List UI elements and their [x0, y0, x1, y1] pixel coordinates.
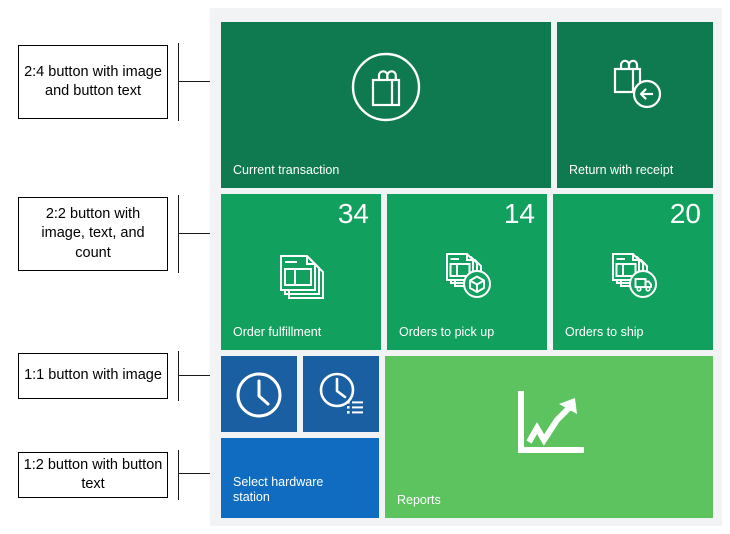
- document-stack-package-icon: [387, 246, 547, 302]
- shopping-bag-circle-icon: [221, 50, 551, 124]
- annotation-1x1-text: 1:1 button with image: [24, 367, 162, 384]
- tile-clock-list[interactable]: [303, 356, 379, 432]
- annotation-2x2-text: 2:2 button with image, text, and count: [41, 206, 145, 261]
- clock-list-icon: [303, 370, 379, 420]
- annotation-bracket-1x1: [178, 351, 179, 401]
- tile-label-orders-to-ship: Orders to ship: [565, 325, 644, 340]
- tile-board: Current transaction Return with receipt …: [210, 8, 722, 526]
- annotation-column: 2:4 button with image and button text 2:…: [0, 0, 230, 534]
- tile-clock[interactable]: [221, 356, 297, 432]
- tile-order-fulfillment[interactable]: 34 Order fulfillment: [221, 194, 381, 350]
- tile-label-return-with-receipt: Return with receipt: [569, 163, 674, 178]
- tile-count-orders-to-pick-up: 14: [503, 198, 535, 229]
- annotation-2x4-text: 2:4 button with image and button text: [24, 63, 162, 99]
- tile-label-order-fulfillment: Order fulfillment: [233, 325, 322, 340]
- tile-count-orders-to-ship: 20: [669, 198, 701, 229]
- clock-icon: [221, 370, 297, 420]
- annotation-bracket-1x2: [178, 450, 179, 500]
- growth-chart-icon: [385, 390, 713, 462]
- tile-reports[interactable]: Reports: [385, 356, 713, 518]
- tile-orders-to-pick-up[interactable]: 14 Orders to pick up: [387, 194, 547, 350]
- annotation-bracket-2x2: [178, 195, 179, 273]
- annotation-bracket-2x4: [178, 43, 179, 121]
- annotation-leader-1x2: [178, 473, 223, 474]
- annotation-1x1: 1:1 button with image: [18, 353, 168, 399]
- tile-label-current-transaction: Current transaction: [233, 163, 340, 178]
- document-stack-icon: [221, 246, 381, 302]
- annotation-leader-1x1: [178, 375, 223, 376]
- tile-current-transaction[interactable]: Current transaction: [221, 22, 551, 188]
- annotation-2x2: 2:2 button with image, text, and count: [18, 197, 168, 271]
- tile-label-reports: Reports: [397, 493, 441, 508]
- annotation-1x2-text: 1:2 button with button text: [23, 456, 163, 492]
- shopping-bag-return-icon: [557, 50, 713, 114]
- annotation-leader-2x2: [178, 233, 218, 234]
- document-stack-truck-icon: [553, 246, 713, 302]
- tile-label-orders-to-pick-up: Orders to pick up: [399, 325, 495, 340]
- annotation-2x4: 2:4 button with image and button text: [18, 45, 168, 119]
- tile-orders-to-ship[interactable]: 20 Orders to ship: [553, 194, 713, 350]
- tile-label-select-hardware-station: Select hardware station: [233, 474, 324, 505]
- tile-count-order-fulfillment: 34: [337, 198, 369, 229]
- tile-grid: Current transaction Return with receipt …: [221, 22, 713, 518]
- tile-select-hardware-station[interactable]: Select hardware station: [221, 438, 379, 518]
- annotation-1x2: 1:2 button with button text: [18, 452, 168, 498]
- annotation-leader-2x4: [178, 81, 230, 82]
- tile-return-with-receipt[interactable]: Return with receipt: [557, 22, 713, 188]
